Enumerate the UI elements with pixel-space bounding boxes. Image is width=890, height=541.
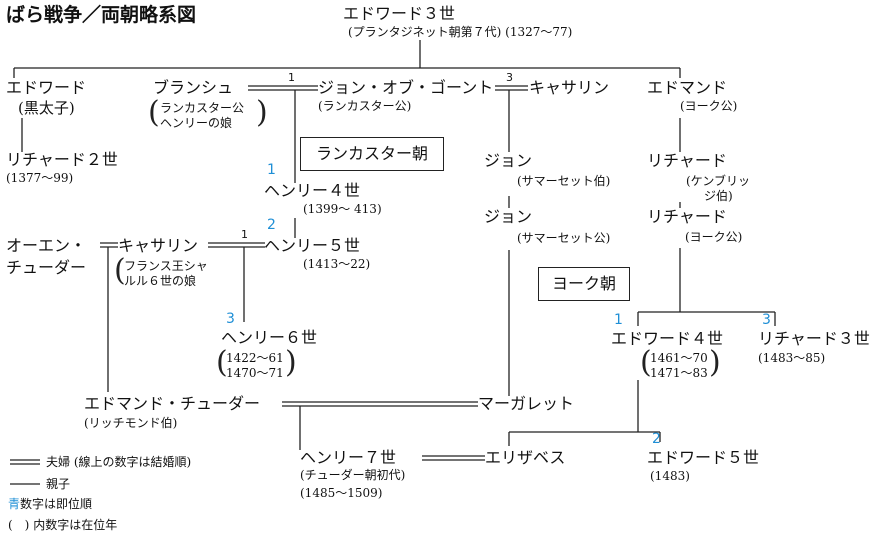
legend-marriage: 夫婦 (線上の数字は結婚順)	[46, 455, 192, 469]
person-richard-cambridge: リチャード	[647, 151, 727, 170]
person-john-somerset-duke: ジョン	[484, 207, 533, 226]
note-edward3: (プランタジネット朝第７代) (1327～77)	[348, 25, 573, 39]
note-henry7-line1: (チューダー朝初代)	[300, 468, 406, 482]
paren-blanche-left: (	[148, 95, 160, 130]
person-richard3: リチャード３世	[758, 329, 870, 348]
legend-paren-text: 内数字は在位年	[33, 518, 118, 532]
reign-number-henry5: 2	[267, 217, 276, 233]
person-edward4: エドワード４世	[611, 329, 724, 348]
person-margaret: マーガレット	[478, 394, 575, 413]
diagram-title: ばら戦争／両朝略系図	[6, 4, 197, 26]
person-elizabeth: エリザベス	[485, 448, 566, 467]
note-edward-black-prince: (黒太子)	[18, 99, 75, 117]
note-blanche-line1: ランカスター公	[160, 101, 245, 115]
person-edward5: エドワード５世	[647, 448, 760, 467]
person-richard-york: リチャード	[647, 207, 727, 226]
person-catherine-swynford: キャサリン	[529, 78, 610, 97]
reign-number-edward5: 2	[652, 431, 661, 447]
note-richard-york: (ヨーク公)	[685, 230, 743, 244]
paren-catherine-left: (	[114, 253, 126, 288]
note-edmund-tudor: (リッチモンド伯)	[84, 416, 178, 430]
reign-number-edward4: 1	[614, 312, 623, 328]
note-edward4-line2: 1471～83	[650, 366, 708, 380]
note-henry6-line1: 1422～61	[226, 351, 284, 365]
person-catherine-france: キャサリン	[118, 236, 199, 255]
person-edmund-york: エドマンド	[647, 78, 728, 97]
note-catherine-france-line1: フランス王シャ	[124, 259, 208, 273]
note-edward5: (1483)	[650, 469, 690, 483]
note-catherine-france-line2: ルル６世の娘	[124, 274, 197, 288]
legend-parent-child: 親子	[46, 477, 71, 491]
note-john-of-gaunt: (ランカスター公)	[318, 99, 412, 113]
legend-reign-text: 数字は即位順	[20, 497, 93, 511]
note-henry4: (1399～ 413)	[303, 202, 382, 216]
reign-number-richard3: 3	[762, 312, 771, 328]
note-henry7-line2: (1485～1509)	[300, 486, 383, 500]
person-owen-tudor-line1: オーエン・	[6, 236, 87, 255]
person-edmund-tudor: エドマンド・チューダー	[84, 394, 261, 413]
note-blanche-line2: ヘンリーの娘	[160, 116, 233, 130]
person-henry6: ヘンリー６世	[221, 328, 318, 347]
person-blanche: ブランシュ	[153, 78, 234, 97]
reign-number-henry4: 1	[267, 162, 276, 178]
note-edward4-line1: 1461～70	[650, 351, 708, 365]
person-owen-tudor-line2: チューダー	[6, 258, 87, 277]
legend-reign-order: 青数字は即位順	[8, 498, 92, 510]
person-john-somerset-earl: ジョン	[484, 151, 533, 170]
legend-blue-word: 青	[8, 497, 21, 511]
paren-henry6-left: (	[216, 345, 228, 380]
dynasty-lancaster-box: ランカスター朝	[300, 137, 444, 171]
person-edward3: エドワード３世	[343, 4, 456, 23]
dynasty-york-box: ヨーク朝	[538, 267, 630, 301]
person-richard2: リチャード２世	[6, 150, 118, 169]
note-john-somerset-duke: (サマーセット公)	[517, 231, 611, 245]
note-henry6-line2: 1470～71	[226, 366, 284, 380]
person-henry5: ヘンリー５世	[264, 236, 361, 255]
note-richard3: (1483～85)	[758, 351, 826, 365]
person-john-of-gaunt: ジョン・オブ・ゴーント	[318, 78, 494, 97]
note-richard2: (1377～99)	[6, 171, 74, 185]
person-henry7: ヘンリー７世	[300, 448, 397, 467]
note-henry5: (1413～22)	[303, 257, 371, 271]
note-edmund-york: (ヨーク公)	[680, 99, 738, 113]
paren-henry6-right: )	[285, 345, 297, 380]
marriage-number-john-catherine: 3	[506, 71, 513, 84]
marriage-number-blanche-john: 1	[288, 71, 295, 84]
reign-number-henry6: 3	[226, 311, 235, 327]
note-richard-cambridge-line1: (ケンブリッ	[686, 174, 750, 188]
paren-edward4-left: (	[640, 345, 652, 380]
note-john-somerset-earl: (サマーセット伯)	[517, 174, 611, 188]
legend-paren: ( ) 内数字は在位年	[8, 519, 117, 531]
note-richard-cambridge-line2: ジ伯)	[704, 189, 733, 203]
marriage-number-catherine-henry5: 1	[241, 228, 248, 241]
paren-blanche-right: )	[256, 95, 268, 130]
person-henry4: ヘンリー４世	[264, 181, 361, 200]
legend-paren-symbol: ( )	[8, 518, 30, 532]
person-edward-black-prince: エドワード	[6, 78, 87, 97]
paren-edward4-right: )	[709, 345, 721, 380]
